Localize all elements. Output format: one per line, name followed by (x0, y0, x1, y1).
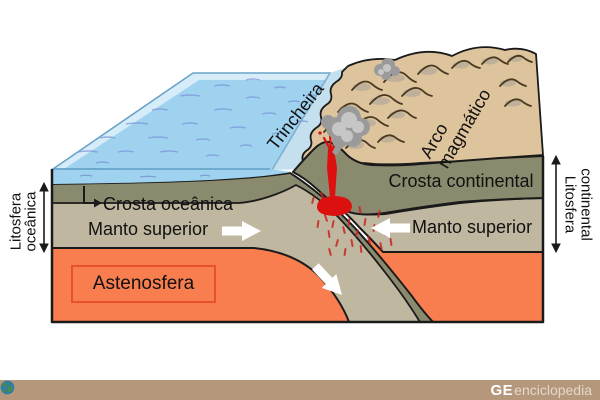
arrow-oceanic-plate-right (222, 221, 261, 241)
globe-icon (0, 380, 15, 395)
arrow-continental-mantle-left (371, 218, 410, 238)
footer-bar: GE enciclopedia (0, 380, 600, 400)
volcano-magma (317, 125, 352, 216)
oceanic-lithosphere-extent-arrow (39, 181, 49, 254)
oceanic-crust-label: Crosta oceânica (103, 194, 234, 214)
asthenosphere-label: Astenosfera (92, 273, 195, 294)
smoke-cloud-small (374, 58, 400, 80)
oceanic-crust-stripe (51, 172, 434, 323)
brand-logo: GE enciclopedia (0, 380, 592, 399)
magma-dashes (311, 192, 393, 256)
brand-prefix: GE (490, 381, 514, 399)
asthenosphere-label-box: Astenosfera (71, 265, 216, 303)
plate-motion-arrows (222, 218, 410, 295)
continental-lithosphere-label-line2: continental (577, 168, 595, 241)
upper-mantle-left-label: Manto superior (88, 219, 209, 239)
oceanic-crust-pointer-arrow (83, 186, 102, 208)
arrow-slab-down (312, 263, 342, 295)
oceanic-lithosphere-label-line2: oceânica (22, 191, 40, 252)
brand-suffix: enciclopedia (514, 382, 592, 398)
continental-lithosphere-extent-arrow (551, 154, 561, 254)
smoke-cloud (321, 106, 370, 156)
ocean-front-band (52, 168, 291, 184)
upper-mantle-right-label: Manto superior (412, 217, 533, 237)
water-streaks (77, 78, 317, 164)
block-outline (50, 156, 545, 324)
continental-lithosphere-label-line1: Litosfera (561, 175, 579, 234)
continental-crust-label: Crosta continental (388, 171, 534, 191)
